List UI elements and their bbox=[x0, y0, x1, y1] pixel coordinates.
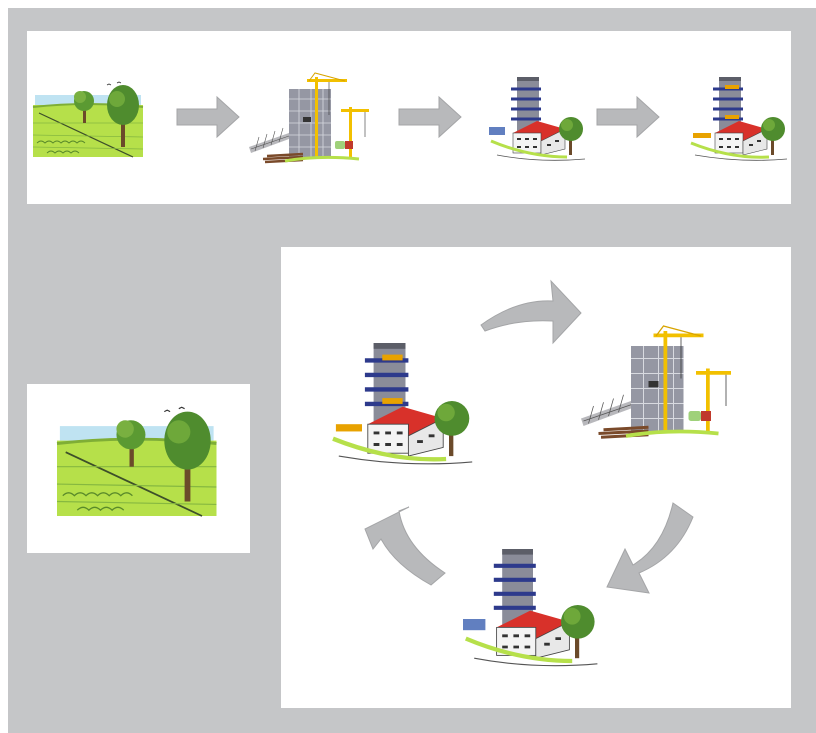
empty-field-illustration bbox=[55, 405, 218, 518]
empty-field-panel bbox=[27, 384, 250, 553]
cycle-drawing bbox=[281, 279, 733, 708]
curved-arrow-top bbox=[480, 279, 582, 345]
finished-development-illustration bbox=[333, 343, 472, 464]
linear-sequence-drawing bbox=[32, 71, 789, 164]
right-arrow bbox=[176, 96, 240, 138]
empty-field-illustration bbox=[32, 81, 144, 158]
finished-development-illustration bbox=[463, 549, 597, 666]
curved-arrow-right bbox=[606, 502, 694, 594]
cycle-panel bbox=[281, 247, 791, 708]
linear-sequence-panel bbox=[27, 31, 791, 204]
finished-development-illustration bbox=[487, 75, 587, 162]
curved-arrow-left bbox=[364, 506, 446, 586]
right-arrow bbox=[398, 96, 462, 138]
construction-site-illustration bbox=[247, 71, 371, 164]
finished-development-illustration bbox=[689, 75, 789, 162]
construction-site-illustration bbox=[579, 324, 733, 440]
right-arrow bbox=[596, 96, 660, 138]
empty-field-drawing bbox=[55, 405, 218, 518]
